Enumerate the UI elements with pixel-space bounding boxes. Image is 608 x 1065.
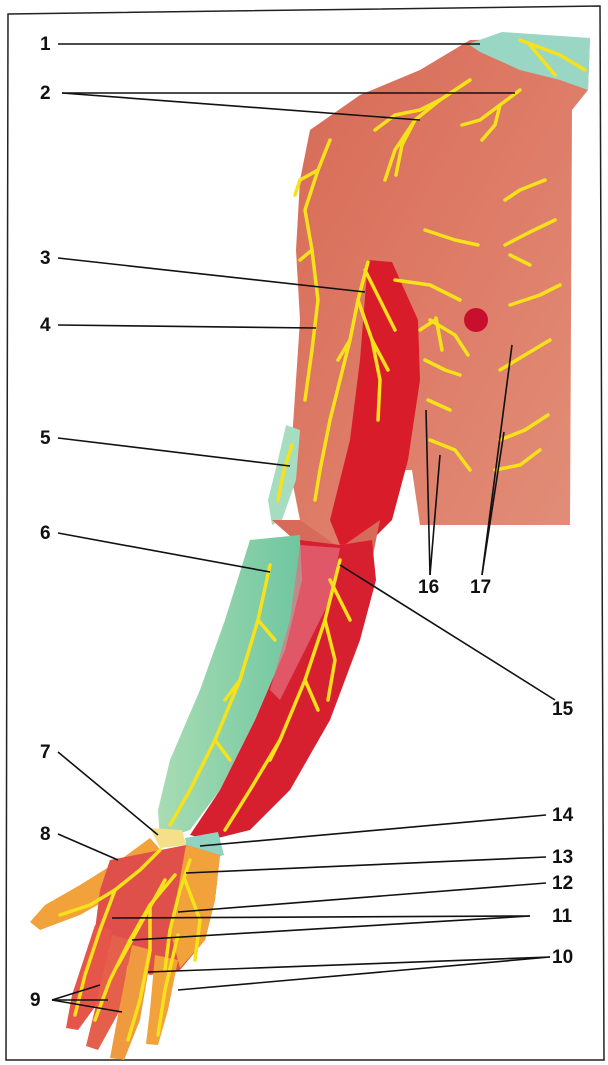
label-7: 7 (40, 743, 51, 762)
leader-15 (340, 565, 555, 700)
label-17: 17 (470, 578, 491, 597)
label-4: 4 (40, 316, 51, 335)
leader-10a (148, 957, 550, 972)
label-8: 8 (40, 825, 51, 844)
leader-10b (178, 957, 550, 990)
label-13: 13 (552, 848, 573, 867)
label-6: 6 (40, 524, 51, 543)
label-12: 12 (552, 874, 573, 893)
label-14: 14 (552, 806, 573, 825)
label-15: 15 (552, 700, 573, 719)
leader-8 (58, 834, 118, 860)
label-9: 9 (30, 991, 41, 1010)
leader-13 (186, 857, 546, 873)
nipple (464, 308, 488, 332)
label-3: 3 (40, 249, 51, 268)
label-2: 2 (40, 84, 51, 103)
label-1: 1 (40, 35, 51, 54)
leader-12 (178, 883, 546, 912)
leader-5 (58, 438, 290, 466)
label-10: 10 (552, 948, 573, 967)
leader-6 (58, 533, 270, 572)
label-5: 5 (40, 429, 51, 448)
label-16: 16 (418, 578, 439, 597)
torso-region (290, 38, 590, 560)
label-11: 11 (552, 907, 572, 926)
leader-4 (58, 325, 316, 328)
leader-7 (58, 752, 158, 835)
